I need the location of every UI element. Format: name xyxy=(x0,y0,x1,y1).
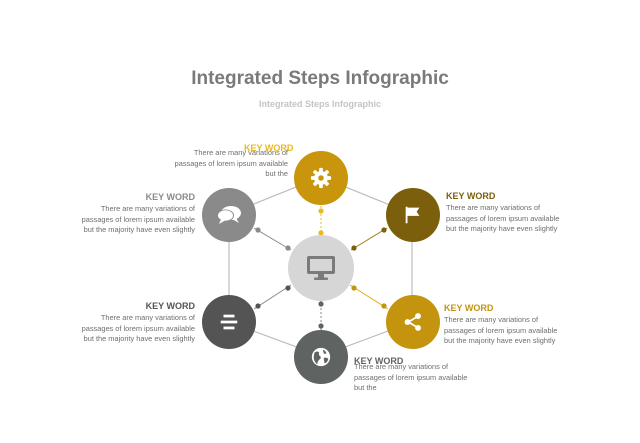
flag-icon xyxy=(405,206,420,224)
desc-line: passages of lorem ipsum available xyxy=(174,158,288,168)
share-icon xyxy=(404,313,421,331)
desc-line: but the majority have even slightly xyxy=(444,336,556,345)
desc-line: There are many variations of xyxy=(446,203,541,212)
desc-line: but the majority have even slightly xyxy=(83,225,195,234)
step-6-description: There are many variations of passages of… xyxy=(40,204,195,236)
page-subtitle: Integrated Steps Infographic xyxy=(258,99,381,109)
spoke-dot-lower-right-inner xyxy=(351,285,357,291)
step-5-keyword: KEY WORD xyxy=(145,301,195,311)
step-node-3 xyxy=(386,295,440,349)
step-1-keyword: KEY WORD xyxy=(244,143,294,153)
desc-line: passages of lorem ipsum available xyxy=(354,372,468,382)
step-4-keyword: KEY WORD xyxy=(354,356,404,366)
spoke-dot-lower-left-inner xyxy=(285,285,291,291)
step-2-keyword: KEY WORD xyxy=(446,191,496,201)
desc-line: but the xyxy=(354,383,377,392)
desc-line: passages of lorem ipsum available xyxy=(81,323,195,333)
step-2-description: There are many variations of passages of… xyxy=(446,203,559,235)
spoke-dot-top-inner xyxy=(318,230,324,236)
spoke-dot-top xyxy=(318,208,324,214)
globe-icon xyxy=(311,347,331,367)
bars-icon xyxy=(220,314,238,330)
desc-line: There are many variations of xyxy=(444,315,539,324)
spoke-dot-lower-right xyxy=(381,303,387,309)
desc-line: but the majority have even slightly xyxy=(83,334,195,343)
desc-line: but the xyxy=(265,169,288,178)
step-node-5 xyxy=(202,295,256,349)
spoke-dot-bottom-outer xyxy=(318,323,324,329)
spoke-dot-upper-right-inner xyxy=(351,245,357,251)
step-node-1 xyxy=(294,151,348,205)
desc-line: There are many variations of xyxy=(100,313,195,322)
step-node-4 xyxy=(294,330,348,384)
step-3-keyword: KEY WORD xyxy=(444,303,494,313)
gear-icon xyxy=(310,167,332,189)
spoke-dot-upper-right xyxy=(381,227,387,233)
page-title: Integrated Steps Infographic xyxy=(191,68,449,89)
spoke-dot-lower-left xyxy=(255,303,261,309)
spoke-dot-bottom xyxy=(318,301,324,307)
spoke-upper-left xyxy=(253,227,292,251)
desc-line: There are many variations of xyxy=(354,362,449,371)
step-node-6 xyxy=(202,188,256,242)
desc-line: There are many variations of xyxy=(193,148,288,157)
step-node-2 xyxy=(386,188,440,242)
step-1-description: There are many variations of passages of… xyxy=(130,148,288,180)
chat-icon xyxy=(217,206,241,224)
desc-line: passages of lorem ipsum available xyxy=(446,213,560,223)
monitor-icon xyxy=(307,256,335,280)
spoke-dot-upper-left xyxy=(255,227,261,233)
step-3-description: There are many variations of passages of… xyxy=(444,315,557,347)
spoke-dot-upper-left-inner xyxy=(285,245,291,251)
desc-line: passages of lorem ipsum available xyxy=(81,214,195,224)
spoke-upper-right xyxy=(350,227,388,251)
step-4-description: There are many variations of passages of… xyxy=(354,362,467,394)
desc-line: but the majority have even slightly xyxy=(446,224,558,233)
center-node xyxy=(288,235,354,301)
desc-line: There are many variations of xyxy=(100,204,195,213)
step-6-keyword: KEY WORD xyxy=(145,192,195,202)
desc-line: passages of lorem ipsum available xyxy=(444,325,558,335)
step-5-description: There are many variations of passages of… xyxy=(40,313,195,345)
